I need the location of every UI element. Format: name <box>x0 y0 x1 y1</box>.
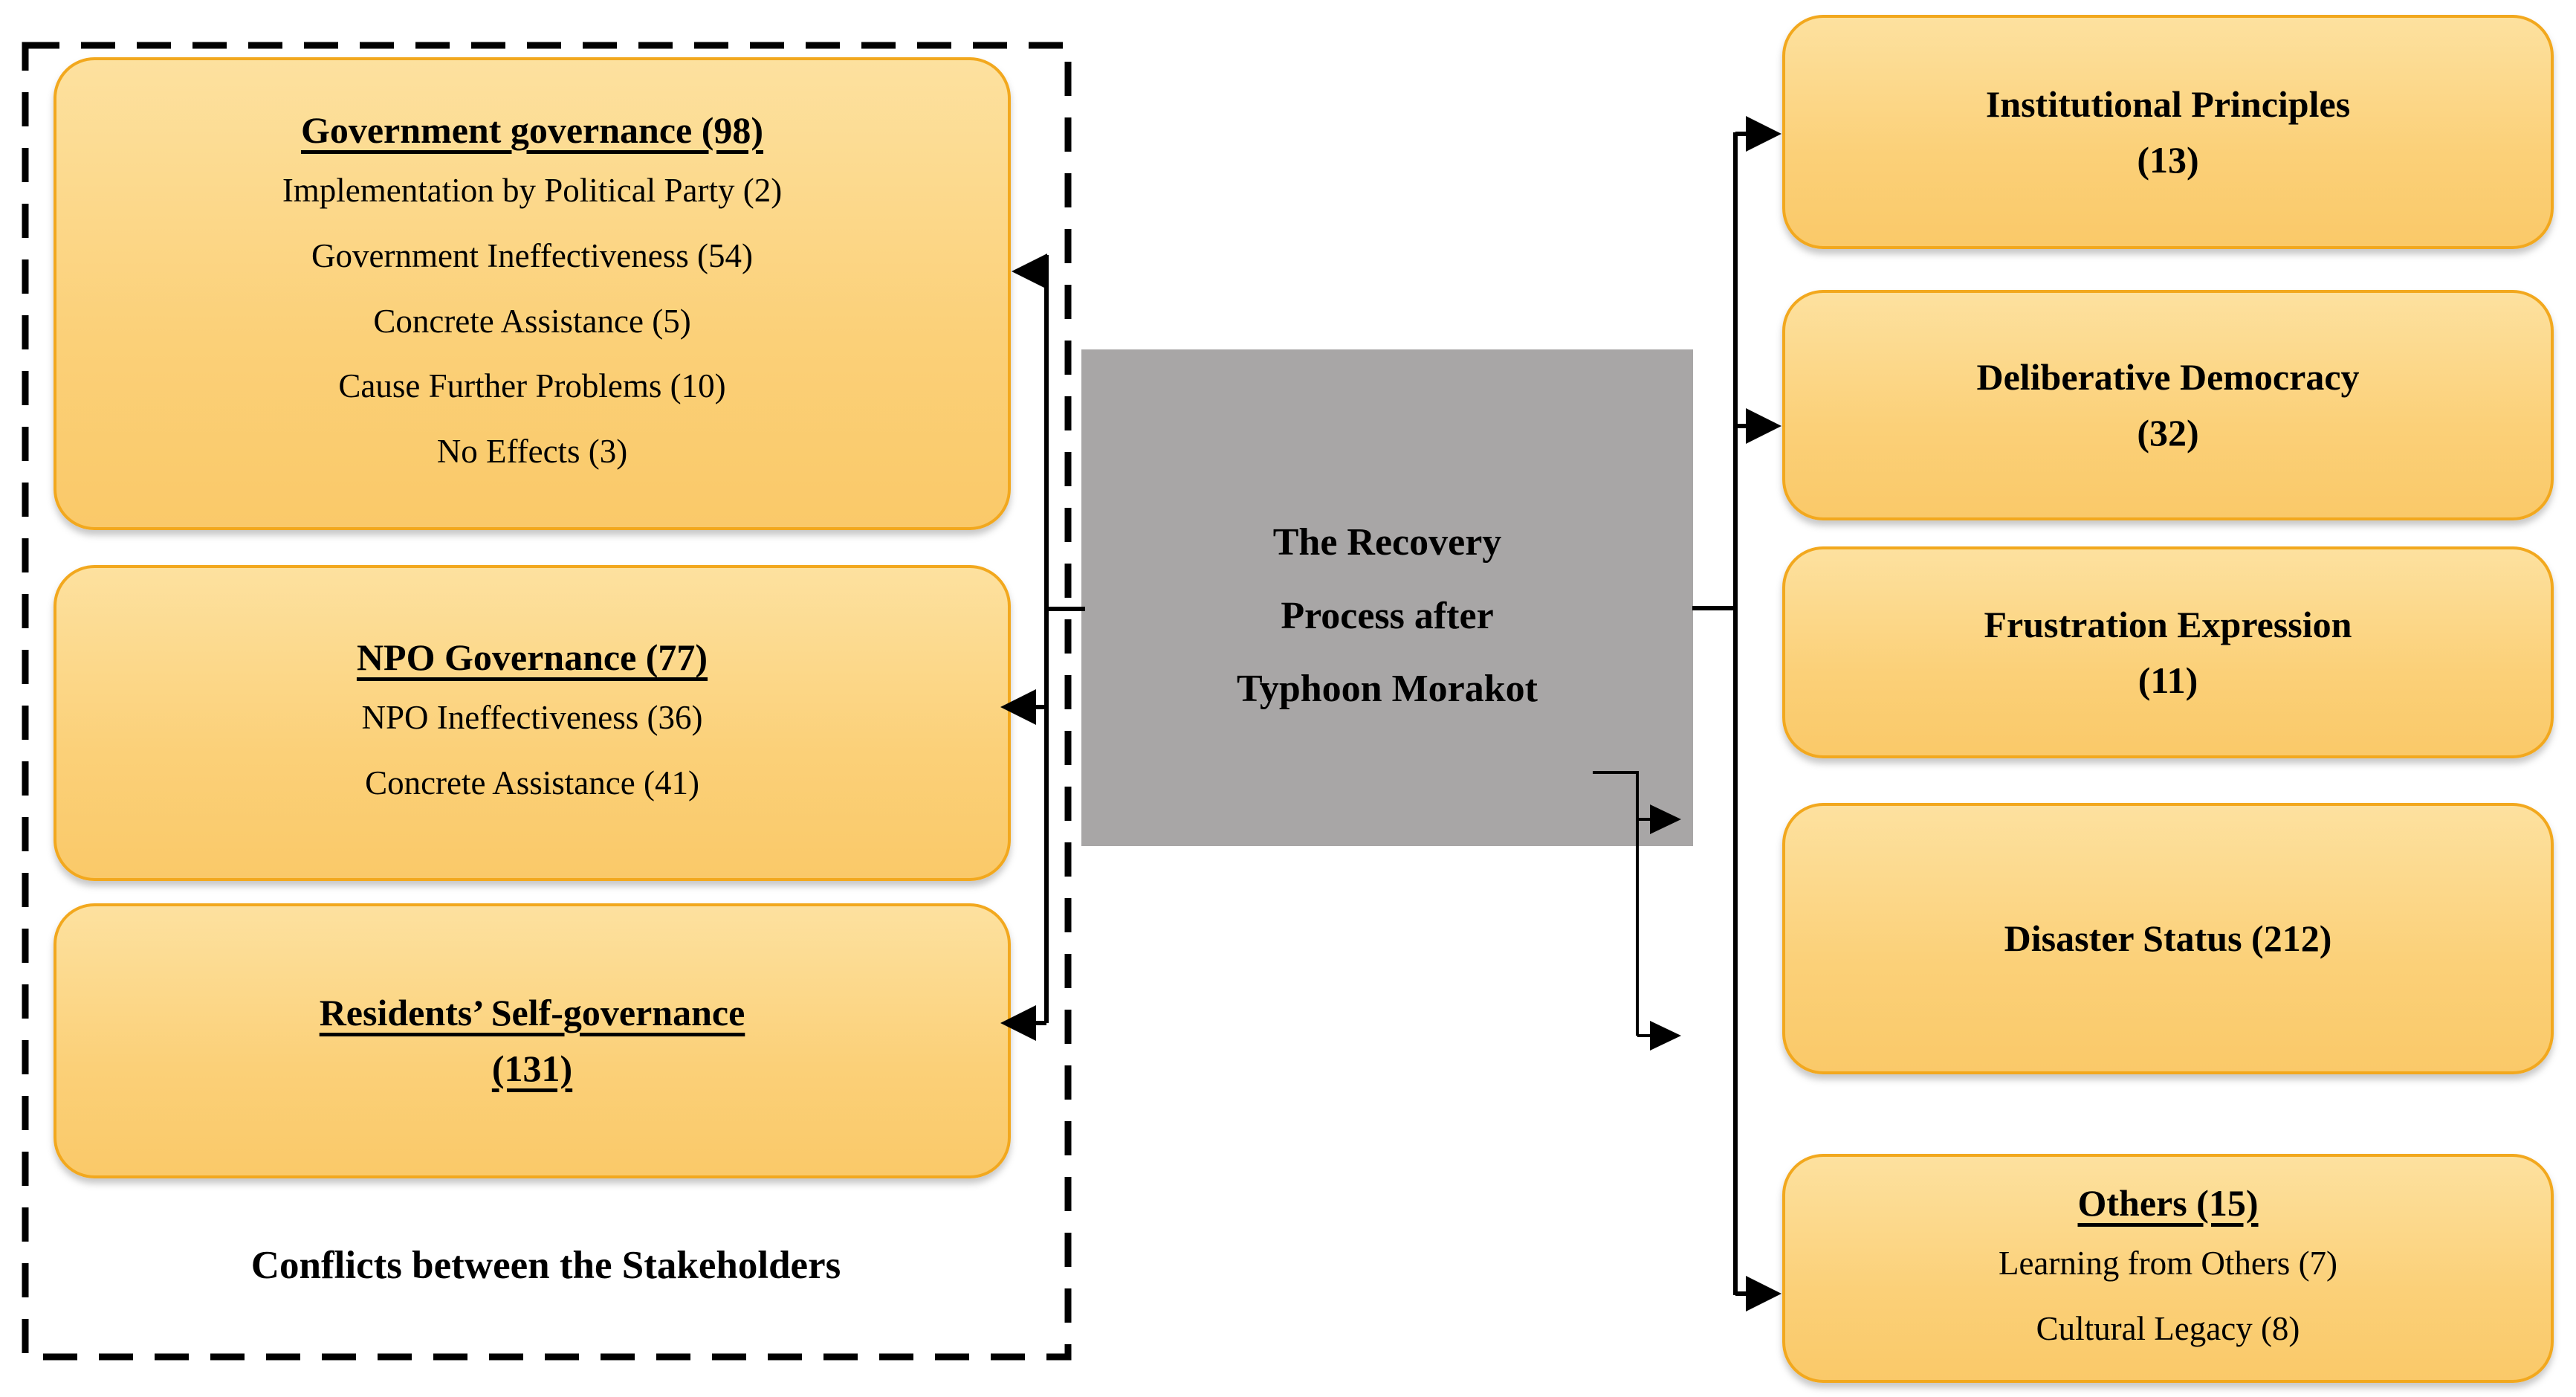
center-line-1: The Recovery <box>1272 520 1502 564</box>
deliberative-democracy-box: Deliberative Democracy (32) <box>1782 290 2554 520</box>
disaster-status-box: Disaster Status (212) <box>1782 803 2554 1074</box>
npo-governance-box: NPO Governance (77) NPO Ineffectiveness … <box>54 565 1011 881</box>
others-box: Others (15) Learning from Others (7) Cul… <box>1782 1154 2554 1383</box>
recovery-process-center-box: The Recovery Process after Typhoon Morak… <box>1081 349 1693 846</box>
arrow-right-others-icon <box>1746 1276 1781 1311</box>
left-connector-lines <box>1024 255 1085 1025</box>
residents-title-line1: Residents’ Self-governance <box>319 992 745 1033</box>
frustration-expression-line2: (11) <box>2138 659 2198 701</box>
disaster-status-title: Disaster Status (212) <box>2004 917 2332 959</box>
government-governance-title: Government governance (98) <box>300 109 764 152</box>
right-arrowhead-icons <box>1746 116 1781 1311</box>
conflicts-panel-label: Conflicts between the Stakeholders <box>250 1244 841 1287</box>
frustration-expression-box: Frustration Expression (11) <box>1782 546 2554 758</box>
npo-item-concrete-assistance: Concrete Assistance (41) <box>365 764 699 801</box>
government-item-further-problems: Cause Further Problems (10) <box>338 367 726 405</box>
center-line-3: Typhoon Morakot <box>1237 668 1538 711</box>
others-title: Others (15) <box>2077 1181 2259 1224</box>
center-line-2: Process after <box>1281 594 1494 637</box>
arrow-right-lower-icon <box>1650 1021 1681 1051</box>
others-item-cultural-legacy: Cultural Legacy (8) <box>2036 1309 2300 1347</box>
right-connector-lines <box>1692 132 1748 1296</box>
arrow-right-institutional-icon <box>1746 116 1781 152</box>
frustration-expression-line1: Frustration Expression <box>1984 603 2352 645</box>
deliberative-democracy-line1: Deliberative Democracy <box>1976 356 2360 398</box>
arrow-left-government-icon <box>1012 254 1047 289</box>
npo-governance-title: NPO Governance (77) <box>356 636 708 679</box>
government-item-political-party: Implementation by Political Party (2) <box>282 172 783 210</box>
government-item-concrete-assistance: Concrete Assistance (5) <box>373 302 691 340</box>
institutional-principles-line2: (13) <box>2137 138 2199 181</box>
others-item-learning: Learning from Others (7) <box>1998 1244 2338 1282</box>
government-governance-box: Government governance (98) Implementatio… <box>54 57 1011 530</box>
institutional-principles-box: Institutional Principles (13) <box>1782 15 2554 249</box>
deliberative-democracy-line2: (32) <box>2137 412 2199 454</box>
government-item-no-effects: No Effects (3) <box>436 433 628 471</box>
residents-title-line2: (131) <box>491 1048 573 1089</box>
institutional-principles-line1: Institutional Principles <box>1985 83 2351 125</box>
arrow-right-deliberative-icon <box>1746 408 1781 444</box>
residents-self-governance-box: Residents’ Self-governance (131) <box>54 903 1011 1178</box>
npo-item-ineffectiveness: NPO Ineffectiveness (36) <box>361 699 703 737</box>
government-item-ineffectiveness: Government Ineffectiveness (54) <box>311 236 753 274</box>
